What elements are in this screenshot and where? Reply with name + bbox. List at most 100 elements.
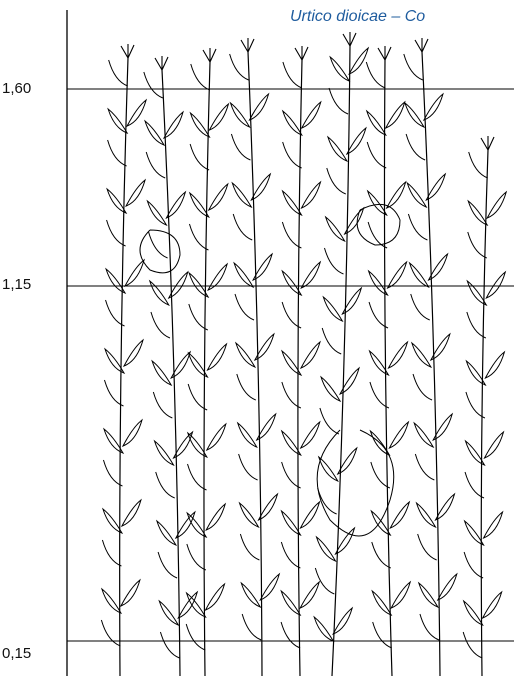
leaf — [106, 219, 126, 247]
plant-stem — [161, 69, 181, 676]
leaf — [206, 342, 228, 371]
leaf — [155, 471, 175, 499]
leaf — [369, 429, 391, 456]
leaf — [122, 338, 144, 367]
leaf — [467, 231, 487, 259]
leaf — [155, 519, 178, 546]
leaf — [204, 582, 226, 611]
leaf — [481, 590, 503, 619]
height-label-bottom: 0,15 — [2, 645, 32, 662]
leaf — [434, 492, 456, 521]
leaf — [317, 455, 339, 482]
flower-cluster — [139, 229, 181, 274]
plant-tip — [154, 56, 169, 71]
leaf — [384, 100, 406, 129]
leaf — [366, 141, 387, 169]
leaf — [413, 421, 435, 448]
leaf — [250, 172, 272, 201]
leaf — [107, 107, 129, 134]
leaf — [238, 501, 260, 528]
leaf — [389, 500, 411, 529]
leaf — [412, 373, 433, 401]
leaf — [104, 347, 126, 374]
plant-stem — [383, 59, 393, 676]
leaf — [108, 59, 128, 87]
leaf — [159, 631, 180, 659]
leaf — [280, 621, 301, 649]
leaf — [105, 299, 125, 327]
leaf — [419, 613, 440, 641]
leaf — [407, 213, 428, 241]
leaf — [205, 422, 227, 451]
leaf — [367, 269, 389, 296]
leaf — [100, 619, 121, 647]
leaf — [299, 500, 321, 529]
leaf — [185, 623, 206, 651]
leaf — [427, 252, 449, 281]
leaf — [348, 46, 370, 75]
leaf — [125, 178, 146, 207]
leaf — [119, 578, 141, 607]
flower-cluster — [356, 203, 401, 246]
plant-stems-group — [100, 32, 508, 676]
plant-tip — [480, 136, 495, 151]
leaf — [313, 615, 335, 642]
leaf — [320, 375, 342, 402]
leaf — [148, 231, 168, 259]
leaf — [146, 199, 168, 226]
leaf — [483, 430, 505, 459]
leaf — [172, 430, 194, 459]
leaf — [280, 509, 302, 536]
leaf — [405, 133, 426, 161]
leaf — [185, 591, 207, 618]
leaf — [123, 258, 145, 287]
leaf — [105, 267, 127, 294]
height-label-middle: 1,15 — [2, 276, 32, 293]
leaf — [144, 119, 166, 146]
leaf — [462, 599, 484, 626]
leaf — [145, 151, 166, 179]
leaf — [255, 412, 277, 441]
leaf — [281, 189, 303, 216]
leaf — [188, 303, 209, 331]
leaf — [205, 502, 227, 531]
leaf — [345, 126, 367, 155]
plant-tip — [120, 44, 135, 59]
leaf — [186, 511, 208, 538]
leaf — [482, 510, 504, 539]
leaf — [403, 53, 423, 81]
leaf — [188, 271, 210, 298]
leaf — [167, 270, 189, 299]
leaf — [365, 109, 387, 136]
leaf — [336, 446, 358, 475]
leaf — [321, 327, 342, 355]
leaf — [240, 581, 262, 608]
figure-caption: Urtico dioicae – Co — [290, 8, 426, 25]
leaf — [257, 492, 279, 521]
leaf — [326, 167, 346, 195]
leaf — [388, 420, 410, 449]
leaf — [415, 501, 437, 528]
climber-loop — [316, 429, 395, 537]
height-label-top: 1,60 — [2, 80, 32, 97]
leaf — [106, 187, 128, 214]
leaf — [187, 351, 209, 378]
leaf — [371, 541, 391, 569]
leaf — [187, 463, 207, 491]
leaf — [386, 260, 408, 289]
leaf — [410, 341, 433, 368]
leaf — [157, 551, 178, 579]
leaf — [281, 109, 303, 136]
leaf — [370, 509, 392, 536]
leaf — [365, 61, 386, 89]
leaf — [232, 213, 253, 241]
leaf — [102, 459, 123, 487]
leaf — [432, 412, 454, 441]
leaf — [462, 631, 483, 659]
leaf — [126, 98, 148, 127]
leaf — [188, 223, 209, 251]
leaf — [334, 526, 356, 555]
leaf — [338, 366, 360, 395]
leaf — [314, 567, 335, 595]
